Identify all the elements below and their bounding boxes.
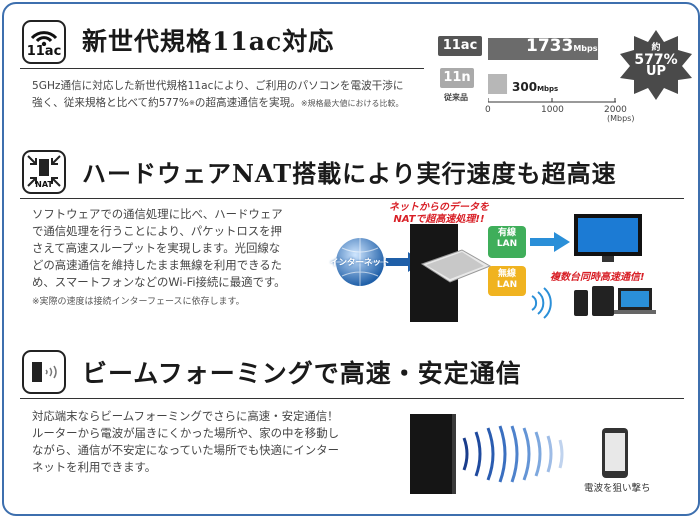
legacy-caption: 従来品 <box>444 93 468 102</box>
section3-body-line: ネットを利用できます。 <box>32 460 157 474</box>
beam-caption: 電波を狙い撃ち <box>584 483 651 494</box>
nat-diagram <box>336 214 656 322</box>
tablet-icon <box>592 286 614 316</box>
multi-device-label: 複数台同時高速通信! <box>550 272 645 283</box>
section3-body-line: ルーターから電波が届きにくかった場所や、家の中を移動し <box>32 426 339 440</box>
section1-body-line2: 強く、従来規格と比べて約577%※の超高速通信を実現。※規格最大値における比較。 <box>32 97 404 109</box>
arrow-right-icon <box>530 232 570 252</box>
wifi-icon <box>30 31 58 46</box>
section2-divider <box>20 198 684 199</box>
badge-11n: 11n <box>440 68 474 88</box>
section2-body-line: さえて高速スループットを実現します。光回線な <box>32 241 281 255</box>
section3-heading: ビームフォーミングで高速・安定通信 <box>82 359 522 388</box>
section2-heading: ハードウェアNAT搭載により実行速度も超高速 <box>82 159 617 188</box>
x-tick-label-1000: 1000 <box>541 105 564 115</box>
section2-body-line: め、スマートフォンなどのWi-Fi接続に最適です。 <box>32 275 286 289</box>
router-icon <box>410 414 456 494</box>
nat-icon: NAT <box>22 150 66 194</box>
section2-body-line: どの高速通信を維持したまま無線を利用できるた <box>32 258 283 272</box>
section1-heading: 新世代規格11ac対応 <box>82 27 335 56</box>
beam-router-icon <box>32 362 57 382</box>
bar-11n <box>488 74 508 94</box>
beamforming-icon <box>22 350 66 394</box>
internet-label: インターネット <box>330 258 390 268</box>
section2-body-line: で通信処理を行うことにより、パケットロスを押 <box>32 224 282 238</box>
section2-body: ソフトウェアでの通信処理に比べ、ハードウェア で通信処理を行うことにより、パケッ… <box>32 206 332 311</box>
x-axis-unit: (Mbps) <box>607 114 635 123</box>
icon-label-11ac: 11ac <box>26 44 62 59</box>
bar-11ac <box>488 38 599 60</box>
section3-body: 対応端末ならビームフォーミングでさらに高速・安定通信！ ルーターから電波が届きに… <box>32 408 392 476</box>
bar-11ac-label: 1733Mbps <box>526 36 598 56</box>
x-tick-label-2000: 2000 <box>604 105 627 115</box>
section3-divider <box>20 398 684 399</box>
beamforming-diagram <box>410 414 628 494</box>
section2-body-line: ソフトウェアでの通信処理に比べ、ハードウェア <box>32 207 283 221</box>
section1-body: 5GHz通信に対応した新世代規格11acにより、ご利用のパソコンを電波干渉に 強… <box>32 78 432 112</box>
smartphone-icon <box>574 290 588 316</box>
radio-waves-icon <box>462 425 564 483</box>
section2-note: ※実際の速度は接続インターフェースに依存します。 <box>32 297 245 307</box>
nat-router-icon <box>27 155 61 187</box>
icon-label-nat: NAT <box>35 180 53 189</box>
wireless-lan-box <box>488 266 526 296</box>
burst-text: 約 577% UP <box>634 43 678 79</box>
nat-callout: ネットからのデータを NATで超高速処理!! <box>389 202 489 225</box>
wifi-11ac-icon: 11ac <box>22 20 66 64</box>
x-tick-label-0: 0 <box>485 105 491 115</box>
speed-chart <box>488 38 616 103</box>
section1-body-line1: 5GHz通信に対応した新世代規格11acにより、ご利用のパソコンを電波干渉に <box>32 80 404 92</box>
signal-waves-icon <box>531 287 552 319</box>
wired-lan-box <box>488 226 526 258</box>
section3-body-line: ながら、通信が不安定になっていた場所でも快適にインター <box>32 443 339 457</box>
badge-11ac: 11ac <box>438 36 482 56</box>
section1-divider <box>20 68 424 69</box>
section3-body-line: 対応端末ならビームフォーミングでさらに高速・安定通信！ <box>32 409 339 423</box>
burst-badge <box>620 30 692 100</box>
bar-11n-label: 300Mbps <box>512 80 559 94</box>
